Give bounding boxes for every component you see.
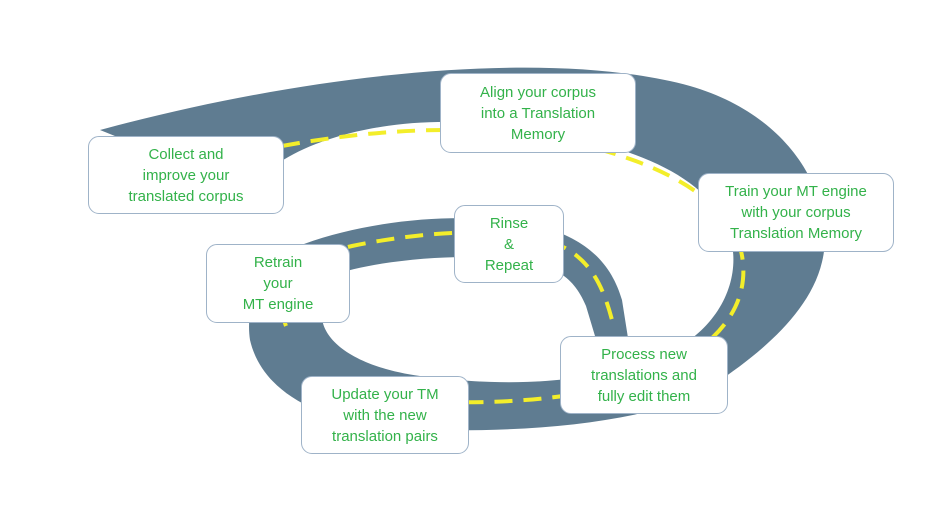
step-text-line: Repeat [484, 256, 534, 274]
step-text-line: Retrain [253, 254, 303, 271]
step-text-line: with the new [343, 406, 427, 424]
step-text-line: MT engine [242, 296, 314, 313]
step-text-line: Train your MT engine [725, 183, 867, 200]
step-text-line: fully edit them [597, 387, 691, 405]
step-text-line: translated corpus [128, 187, 244, 205]
step-text-line: & [503, 235, 514, 253]
lane-marking-inner [280, 230, 616, 329]
step-text-line: into a Translation [480, 104, 596, 122]
step-text-line: Update your TM [331, 385, 439, 403]
step-update-tm: Update your TM with the new translation … [301, 376, 469, 454]
step-text-line: Process new [601, 345, 687, 363]
step-text-line: your [263, 275, 293, 292]
step-text-line: Translation Memory [730, 225, 862, 242]
step-align-corpus: Align your corpus into a Translation Mem… [440, 73, 636, 153]
step-text-line: translations and [591, 366, 697, 384]
step-text-line: with your corpus [741, 204, 851, 221]
step-process-translations: Process new translations and fully edit … [560, 336, 728, 414]
step-text-line: Rinse [489, 214, 529, 232]
step-text-line: Memory [510, 125, 566, 143]
step-rinse-repeat: Rinse & Repeat [454, 205, 564, 283]
step-collect-corpus: Collect and improve your translated corp… [88, 136, 284, 214]
step-text-line: improve your [142, 166, 230, 184]
step-retrain-engine: Retrain your MT engine [206, 244, 350, 323]
step-train-engine: Train your MT engine with your corpus Tr… [698, 173, 894, 252]
step-text-line: Align your corpus [480, 83, 596, 101]
step-text-line: translation pairs [332, 427, 438, 445]
step-text-line: Collect and [148, 145, 224, 163]
